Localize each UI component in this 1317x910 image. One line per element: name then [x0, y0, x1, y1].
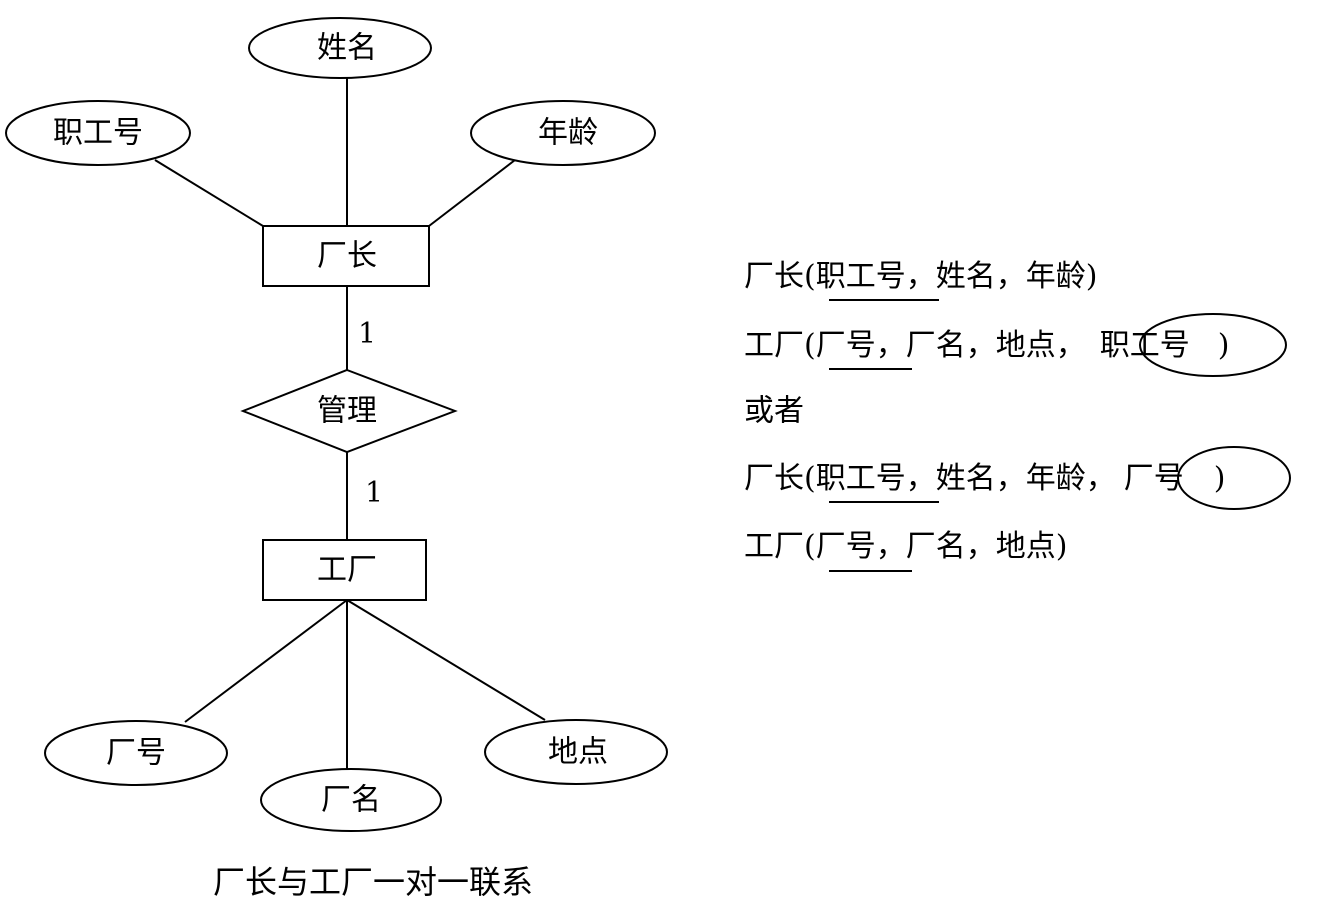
schema-option2-factory: 工厂(厂号，厂名，地点) — [744, 529, 1067, 572]
attribute-location-ellipse — [484, 719, 668, 785]
attribute-staff-no-label: 职工号 — [53, 116, 143, 151]
schema-option1-factory-mid: ，厂名，地点， — [876, 328, 1086, 363]
schema-option2-director-text: 厂长(职工号，姓名，年龄，厂号) — [744, 461, 1225, 496]
entity-director-label: 厂长 — [317, 239, 377, 274]
attribute-location-label: 地点 — [548, 735, 608, 770]
schema-option1-director-prefix: 厂长( — [744, 259, 816, 294]
relationship-manage-label: 管理 — [317, 394, 377, 429]
diagram-caption: 厂长与工厂一对一联系 — [213, 863, 533, 901]
schema-option2-factory-prefix: 工厂( — [744, 529, 816, 564]
schema-option1-director-rest: ，姓名，年龄) — [906, 259, 1098, 294]
schema-option2-director-fk: 厂号 — [1124, 461, 1184, 496]
schema-option1-director: 厂长(职工号，姓名，年龄) — [744, 259, 1097, 301]
entity-factory: 工厂 — [262, 539, 427, 601]
schema-option2-director-prefix: 厂长( — [744, 461, 816, 496]
attribute-factory-name: 厂名 — [260, 768, 442, 832]
attribute-factory-name-ellipse — [260, 768, 442, 832]
schema-option2-director: 厂长(职工号，姓名，年龄，厂号) — [744, 446, 1291, 510]
entity-director-box — [262, 225, 430, 287]
attribute-name: 姓名 — [248, 17, 432, 79]
schema-option1-director-pk: 职工号 — [816, 259, 906, 294]
relationship-manage-diamond — [240, 368, 458, 454]
edge-staffno-director — [154, 159, 264, 227]
schema-option1-factory-fk-circle — [1139, 313, 1287, 377]
edge-factory-location — [346, 599, 546, 721]
attribute-name-ellipse — [248, 17, 432, 79]
schema-option1-factory-pk: 厂号 — [816, 328, 876, 363]
attribute-factory-name-label: 厂名 — [321, 783, 381, 818]
schema-option2-director-suffix: ) — [1214, 461, 1226, 496]
attribute-factory-no-ellipse — [44, 720, 228, 786]
relationship-manage: 管理 — [240, 368, 458, 454]
attribute-location: 地点 — [484, 719, 668, 785]
schema-option2-director-fk-circle — [1177, 446, 1291, 510]
attribute-staff-no-ellipse — [5, 100, 191, 166]
entity-factory-label: 工厂 — [317, 553, 377, 588]
attribute-staff-no: 职工号 — [5, 100, 191, 166]
edge-factory-factoryno — [184, 599, 348, 723]
attribute-age-ellipse — [470, 100, 656, 166]
schema-option2-director-pk: 职工号 — [816, 461, 906, 496]
entity-factory-box — [262, 539, 427, 601]
attribute-factory-no: 厂号 — [44, 720, 228, 786]
attribute-name-label: 姓名 — [317, 31, 377, 66]
schema-option1-director-text: 厂长(职工号，姓名，年龄) — [744, 259, 1097, 294]
schema-option2-director-mid: ，姓名，年龄， — [906, 461, 1116, 496]
schema-option1-factory: 工厂(厂号，厂名，地点，职工号) — [744, 313, 1287, 377]
schema-option1-factory-prefix: 工厂( — [744, 328, 816, 363]
schema-option1-factory-suffix: ) — [1218, 328, 1230, 363]
schema-option1-factory-text: 工厂(厂号，厂名，地点，职工号) — [744, 328, 1229, 363]
schema-option2-factory-rest: ，厂名，地点) — [876, 529, 1068, 564]
edges — [154, 78, 546, 770]
attribute-factory-no-label: 厂号 — [106, 736, 166, 771]
schema-option2-factory-text: 工厂(厂号，厂名，地点) — [744, 529, 1067, 564]
cardinality-factory: 1 — [365, 476, 383, 509]
cardinality-director: 1 — [358, 317, 376, 350]
attribute-age: 年龄 — [470, 100, 656, 166]
schema-separator: 或者 — [744, 394, 804, 429]
schema-block: 厂长(职工号，姓名，年龄) 工厂(厂号，厂名，地点，职工号) 或者 厂长(职工号… — [744, 259, 1291, 572]
entity-director: 厂长 — [262, 225, 430, 287]
attribute-age-label: 年龄 — [538, 116, 598, 151]
edge-age-director — [428, 159, 516, 227]
schema-option2-factory-pk: 厂号 — [816, 529, 876, 564]
